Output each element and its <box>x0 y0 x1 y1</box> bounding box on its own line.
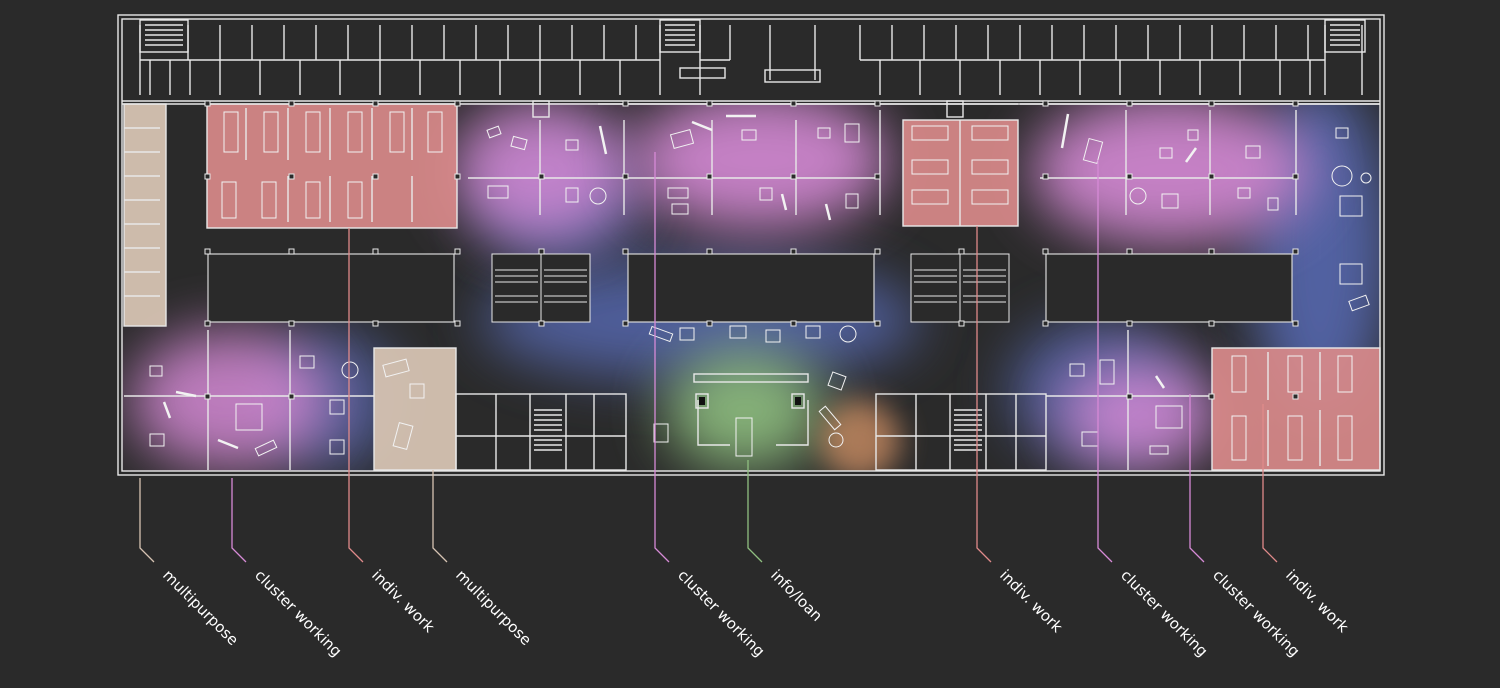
leader-line-indiv_2 <box>976 226 992 563</box>
room-indiv-work-1 <box>207 104 457 228</box>
room-indiv-work-3 <box>1212 348 1380 470</box>
glow-cluster-5 <box>1060 360 1220 470</box>
walls <box>117 14 1385 476</box>
leader-line-indiv_3 <box>1262 404 1278 563</box>
leader-line-cluster_3 <box>1097 160 1113 563</box>
glow-cluster-3 <box>1030 103 1310 245</box>
zone-label-indiv_2: indiv. work <box>996 566 1066 636</box>
leader-line-cluster_4 <box>1189 394 1205 563</box>
info-markers <box>699 397 801 405</box>
leader-line-multipurpose_1 <box>139 478 155 563</box>
zone-label-multipurpose_2: multipurpose <box>452 566 535 649</box>
void-1 <box>207 253 455 323</box>
voids <box>207 253 1293 323</box>
columns <box>204 100 1299 400</box>
leader-lines <box>139 152 1278 563</box>
zone-label-cluster_1: cluster working <box>251 566 345 660</box>
room-multipurpose-1 <box>124 104 166 326</box>
leader-line-multipurpose_2 <box>432 470 448 563</box>
zone-label-multipurpose_1: multipurpose <box>159 566 242 649</box>
leader-line-info <box>747 460 763 563</box>
zone-label-indiv_1: indiv. work <box>368 566 438 636</box>
glow-info-loan <box>665 350 825 470</box>
outer-wall <box>117 14 1385 476</box>
glow-warm <box>820 400 900 471</box>
zone-label-info: info/loan <box>767 566 826 625</box>
void-3 <box>1045 253 1293 323</box>
glow-cluster-2 <box>630 103 890 230</box>
zone-label-indiv_3: indiv. work <box>1282 566 1352 636</box>
furniture <box>149 111 1372 461</box>
zone-label-cluster_2: cluster working <box>674 566 768 660</box>
leader-line-indiv_1 <box>348 228 364 563</box>
glow-cluster-4 <box>130 330 330 470</box>
room-multipurpose-2 <box>374 348 456 470</box>
void-2 <box>627 253 875 323</box>
leader-line-cluster_2 <box>654 152 670 563</box>
zone-label-cluster_3: cluster working <box>1117 566 1211 660</box>
leader-line-cluster_1 <box>231 478 247 563</box>
